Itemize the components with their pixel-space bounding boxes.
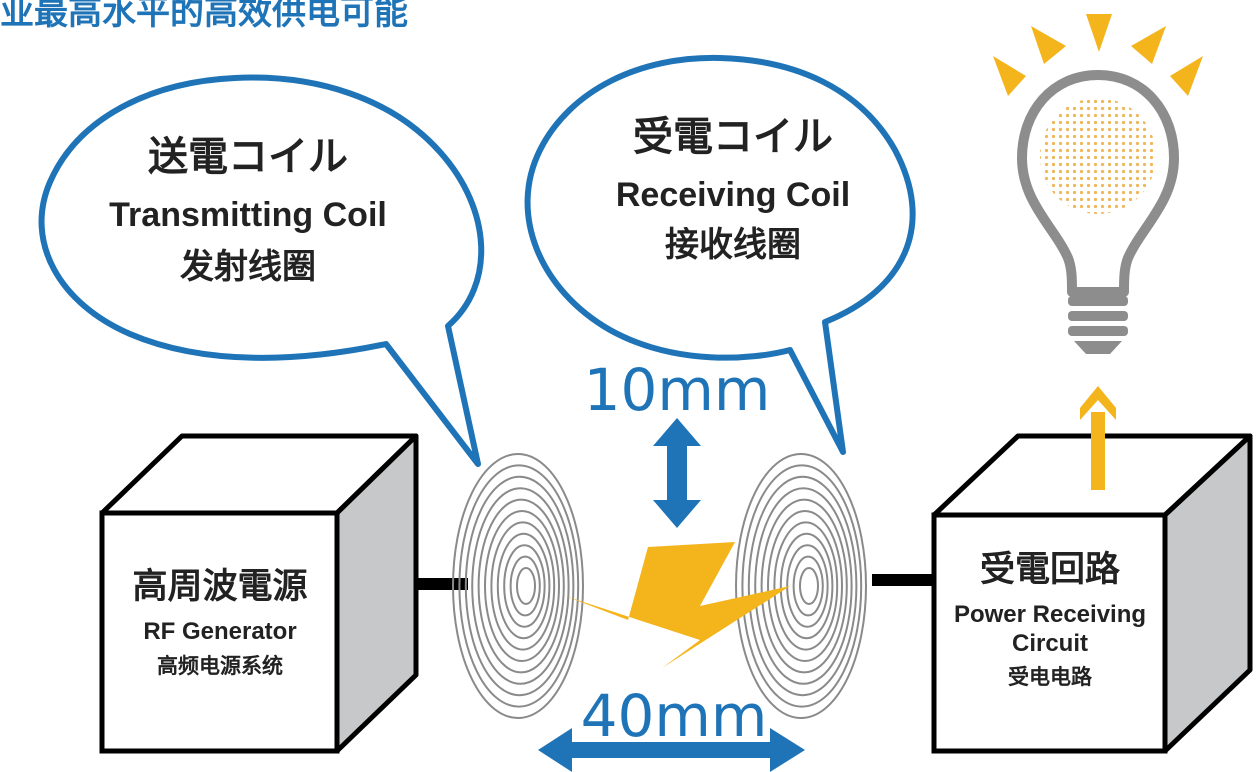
coil-ring: [503, 544, 546, 628]
coil-ring: [767, 510, 843, 662]
power-flow-arrow: [1080, 386, 1116, 490]
coil-ring: [799, 567, 819, 605]
coil-ring: [490, 521, 556, 651]
receiving-circuit-en-label-line1: Power Receiving: [954, 601, 1146, 628]
coil-ring: [484, 510, 560, 662]
coil-ring: [760, 498, 848, 674]
receiving-coil-zh-label: 接收线圈: [665, 225, 801, 265]
transmitting-coil-jp-label: 送電コイル: [148, 134, 348, 180]
coil-ring: [747, 475, 858, 697]
coil-ring: [773, 521, 839, 651]
coil-ring: [792, 555, 824, 617]
receiving-coil-en-label: Receiving Coil: [616, 176, 850, 214]
coil-ring: [477, 498, 565, 674]
receiving-circuit-en-label-line2: Circuit: [1012, 630, 1088, 657]
light-bulb-icon: [1017, 70, 1179, 354]
receiving-circuit-zh-label: 受电电路: [1008, 665, 1093, 689]
transmitting-coil: [452, 453, 584, 719]
vertical-gap-arrow: [653, 418, 701, 528]
coil-ring: [516, 567, 536, 605]
page-title: 业最高水平的高效供电可能: [0, 0, 408, 33]
coil-ring: [458, 464, 580, 708]
lightning-bolt-icon: [565, 542, 790, 668]
coil-ring: [509, 555, 541, 617]
horizontal-gap-arrow: [538, 728, 805, 772]
coil-ring: [779, 532, 834, 640]
coil-ring: [496, 532, 551, 640]
transmitting-coil-bubble: 送電コイル Transmitting Coil 发射线圈: [38, 74, 485, 467]
horizontal-gap-label: 40mm: [581, 682, 768, 750]
coil-ring: [452, 453, 584, 719]
receiving-coil-jp-label: 受電コイル: [633, 114, 833, 160]
rf-generator-box: 高周波電源 RF Generator 高频电源系统: [99, 433, 419, 754]
coil-ring: [741, 464, 863, 708]
transmitting-coil-zh-label: 发射线圈: [180, 247, 316, 287]
vertical-gap-label: 10mm: [584, 356, 771, 424]
rf-generator-jp-label: 高周波電源: [132, 567, 307, 607]
receiving-coil-bubble: 受電コイル Receiving Coil 接收线圈: [524, 54, 916, 455]
rf-generator-zh-label: 高频电源系统: [157, 654, 283, 678]
coil-ring: [471, 487, 570, 685]
coil-ring: [735, 453, 867, 719]
transmitting-coil-en-label: Transmitting Coil: [109, 196, 387, 234]
receiving-coil: [735, 453, 867, 719]
coil-ring: [754, 487, 853, 685]
rf-generator-en-label: RF Generator: [143, 618, 296, 645]
coil-ring: [464, 475, 575, 697]
light-rays-icon: [993, 14, 1203, 96]
coil-ring: [786, 544, 829, 628]
receiving-circuit-jp-label: 受電回路: [980, 550, 1121, 590]
